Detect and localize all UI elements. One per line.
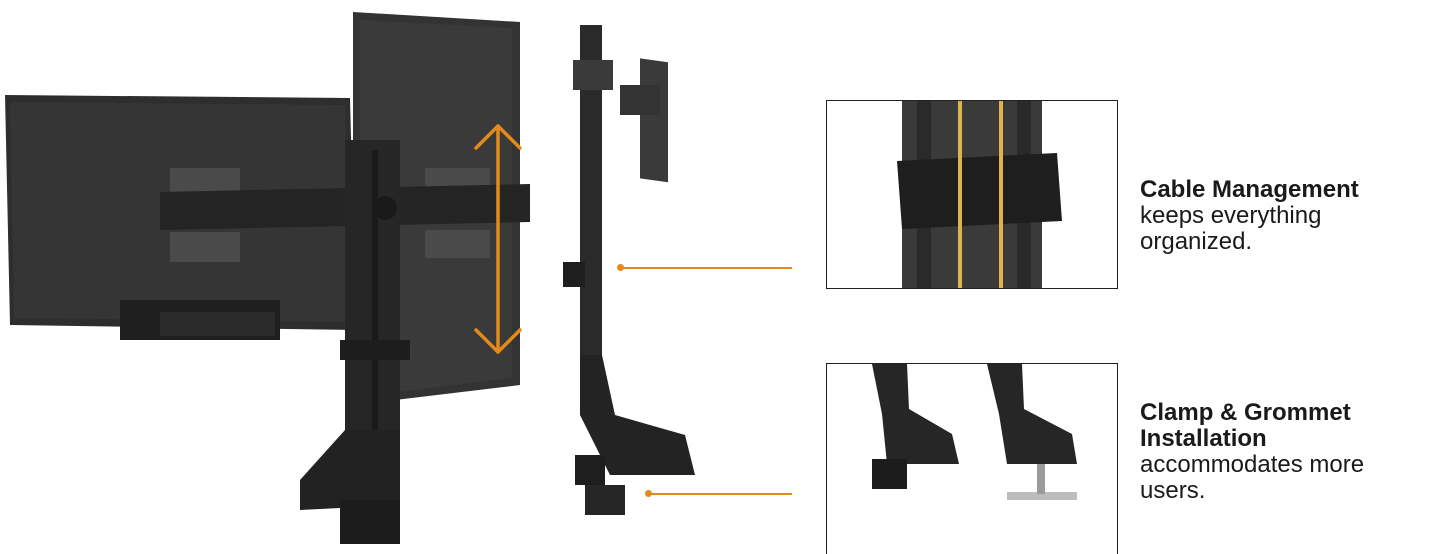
feature-description-line: keeps everything <box>1140 202 1322 229</box>
feature-description-line: users. <box>1140 477 1206 504</box>
callout-dot-cable <box>617 264 624 271</box>
feature-description-line: accommodates more <box>1140 451 1365 478</box>
cable-management-photo <box>897 101 1062 288</box>
product-image-dual-monitor-mount <box>5 12 530 544</box>
feature-cable-management: Cable Management keeps everything organi… <box>1140 177 1359 255</box>
callout-line-clamp <box>650 493 792 495</box>
feature-clamp-grommet: Clamp & Grommet Installation accommodate… <box>1140 400 1364 504</box>
feature-title-line: Installation <box>1140 425 1267 452</box>
feature-description-line: organized. <box>1140 228 1253 255</box>
height-adjust-arrow-icon <box>474 124 522 354</box>
inset-clamp-grommet <box>826 363 1118 554</box>
callout-line-cable <box>622 267 792 269</box>
inset-cable-management <box>826 100 1118 289</box>
feature-title: Cable Management <box>1140 176 1359 203</box>
callout-dot-clamp <box>645 490 652 497</box>
clamp-grommet-photo <box>872 364 1077 500</box>
feature-title-line: Clamp & Grommet <box>1140 399 1351 426</box>
product-image-side-profile <box>563 25 695 515</box>
